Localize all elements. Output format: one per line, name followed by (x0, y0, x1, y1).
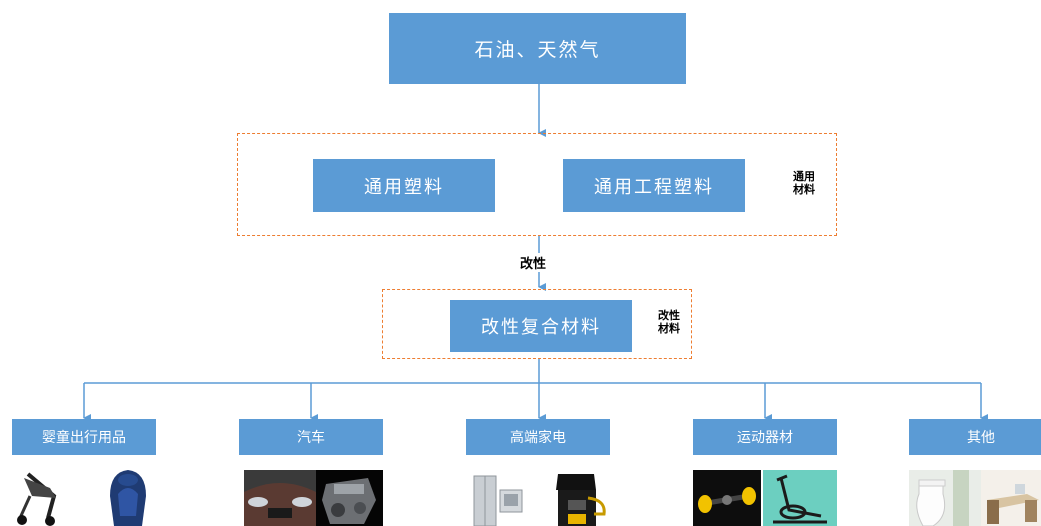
app-node-other: 其他 (909, 419, 1041, 455)
elliptical-trainer-image (763, 470, 837, 526)
label-general-materials: 通用 材料 (789, 170, 819, 196)
engine-image (316, 470, 383, 526)
app-node-sports-equipment: 运动器材 (693, 419, 837, 455)
office-desk-image (981, 470, 1041, 526)
toilet-image (909, 470, 981, 526)
label-modified-materials: 改性 材料 (654, 309, 684, 335)
app-node-baby-travel: 婴童出行用品 (12, 419, 156, 455)
node-modified-composite: 改性复合材料 (450, 300, 632, 352)
coffee-machine-image (544, 470, 610, 526)
app-node-home-appliances: 高端家电 (466, 419, 610, 455)
stroller-image (10, 466, 70, 526)
label-modified-materials-line1: 改性 (658, 309, 680, 322)
app-node-automotive: 汽车 (239, 419, 383, 455)
node-general-plastics: 通用塑料 (313, 159, 495, 212)
car-front-image (244, 470, 316, 526)
node-general-engineering-plastics: 通用工程塑料 (563, 159, 745, 212)
group-modified-materials (382, 289, 692, 359)
car-seat-image (100, 466, 156, 526)
node-oil-gas: 石油、天然气 (389, 13, 686, 84)
label-general-materials-line2: 材料 (793, 183, 815, 196)
refrigerator-image (470, 470, 526, 526)
fitness-device-image (693, 470, 761, 526)
edge-label-modify: 改性 (518, 253, 549, 272)
group-general-materials (237, 133, 837, 236)
label-modified-materials-line2: 材料 (658, 322, 680, 335)
label-general-materials-line1: 通用 (793, 170, 815, 183)
